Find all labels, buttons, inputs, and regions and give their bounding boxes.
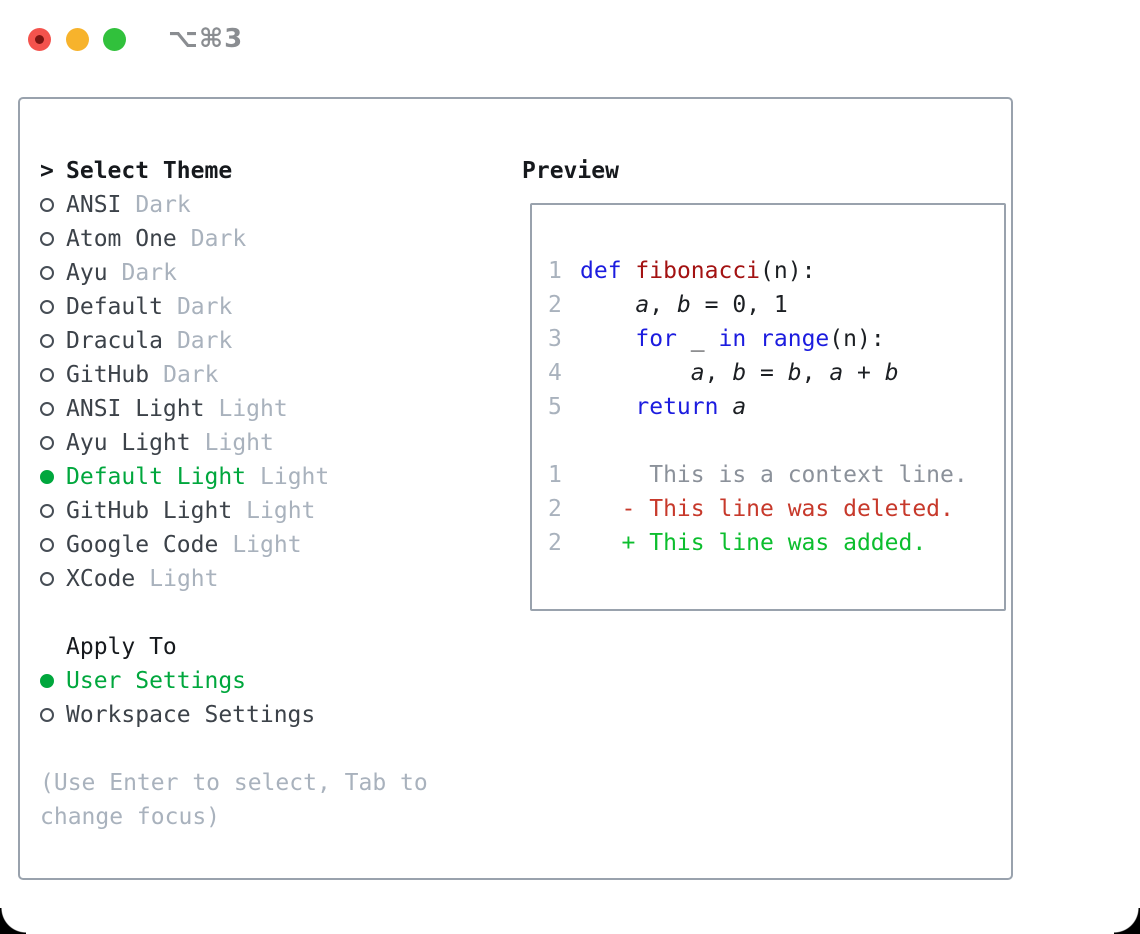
- radio-selected-icon: [40, 470, 54, 484]
- line-number: 2: [548, 496, 562, 522]
- section-title: Apply To: [66, 634, 177, 660]
- code-line: 2 a, b = 0, 1: [532, 288, 1004, 322]
- radio-icon: [40, 436, 54, 450]
- line-number: 1: [548, 258, 562, 284]
- screen-corner: [0, 908, 26, 934]
- radio-selected-icon: [40, 674, 54, 688]
- line-number: 4: [548, 360, 562, 386]
- apply-option-workspace-settings[interactable]: Workspace Settings: [40, 698, 428, 732]
- line-number: 2: [548, 292, 562, 318]
- code-line: 1 def fibonacci(n):: [532, 254, 1004, 288]
- code-preview-box: 1 def fibonacci(n): 2 a, b = 0, 1 3 for …: [530, 203, 1006, 611]
- apply-option-user-settings[interactable]: User Settings: [40, 664, 428, 698]
- code-line: 4 a, b = b, a + b: [532, 356, 1004, 390]
- line-number: 3: [548, 326, 562, 352]
- window-title: ⌥⌘3: [168, 24, 244, 54]
- code-line: 3 for _ in range(n):: [532, 322, 1004, 356]
- blank-line: [532, 424, 1004, 458]
- radio-icon: [40, 266, 54, 280]
- diff-context-line: 1 This is a context line.: [532, 458, 1004, 492]
- select-theme-header: > Select Theme: [40, 154, 428, 188]
- radio-icon: [40, 504, 54, 518]
- hint-line: change focus): [40, 804, 221, 830]
- radio-icon: [40, 198, 54, 212]
- radio-icon: [40, 334, 54, 348]
- minimize-button[interactable]: [66, 28, 89, 51]
- close-dot-icon: [35, 35, 44, 44]
- radio-icon: [40, 572, 54, 586]
- hint-line: (Use Enter to select, Tab to: [40, 770, 428, 796]
- radio-icon: [40, 368, 54, 382]
- radio-icon: [40, 402, 54, 416]
- preview-title: Preview: [522, 158, 619, 184]
- radio-icon: [40, 300, 54, 314]
- line-number: 1: [548, 462, 562, 488]
- titlebar: ⌥⌘3: [0, 0, 1140, 97]
- zoom-button[interactable]: [103, 28, 126, 51]
- preview-section: Preview 1 def fibonacci(n): 2 a, b = 0, …: [504, 154, 1006, 611]
- line-number: 2: [548, 530, 562, 556]
- radio-icon: [40, 538, 54, 552]
- section-title: Select Theme: [66, 158, 233, 184]
- radio-icon: [40, 232, 54, 246]
- cursor-icon: >: [40, 158, 54, 184]
- diff-added-line: 2 + This line was added.: [532, 526, 1004, 560]
- spacer: [40, 732, 428, 766]
- line-number: 5: [548, 394, 562, 420]
- spacer: [40, 596, 428, 630]
- radio-icon: [40, 708, 54, 722]
- close-button[interactable]: [28, 28, 51, 51]
- apply-to-header: Apply To: [40, 630, 428, 664]
- diff-deleted-line: 2 - This line was deleted.: [532, 492, 1004, 526]
- screen-corner: [1114, 908, 1140, 934]
- code-line: 5 return a: [532, 390, 1004, 424]
